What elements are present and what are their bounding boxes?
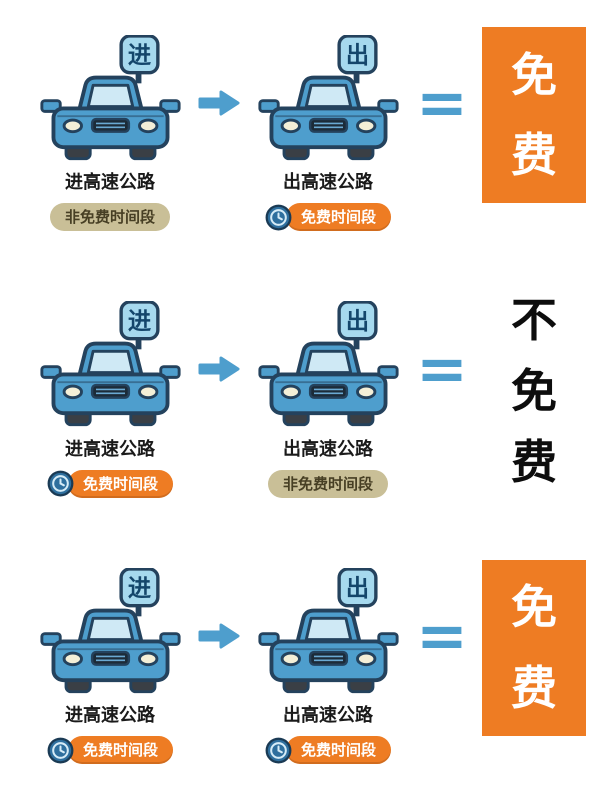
rule-row-3: 进 进高速公路 免费时间段 出 出高速公路 免费时间段 = (0, 533, 600, 799)
result-text: 不免费 (511, 292, 557, 490)
arrow-right-icon (197, 623, 241, 649)
time-tag-pill: 免费时间段 (285, 203, 391, 232)
result-not-free: 不免费 (511, 285, 557, 499)
exit-car-group: 出 出高速公路 免费时间段 (248, 567, 408, 765)
clock-icon (265, 204, 292, 231)
exit-badge: 出 (345, 575, 368, 602)
car-exit-icon: 出 (257, 301, 399, 427)
time-tag-pill: 免费时间段 (67, 736, 173, 765)
car-enter-icon: 进 (39, 301, 181, 427)
time-tag-pill: 非免费时间段 (49, 203, 170, 232)
enter-car-group: 进 进高速公路 非免费时间段 (30, 34, 190, 232)
car-enter-icon: 进 (39, 34, 181, 161)
car-exit-icon: 出 (257, 34, 399, 161)
time-tag: 免费时间段 (265, 736, 391, 765)
result-free-box: 免费 (482, 27, 586, 204)
result-text: 免费 (511, 47, 557, 183)
equals-sign: = (416, 66, 468, 140)
car-exit-icon: 出 (257, 567, 399, 694)
result-text: 免费 (511, 580, 557, 715)
time-tag: 非免费时间段 (49, 203, 170, 232)
time-tag-pill: 免费时间段 (285, 736, 391, 765)
time-tag-pill: 非免费时间段 (267, 469, 388, 498)
clock-icon (47, 737, 74, 764)
exit-label: 出高速公路 (283, 705, 373, 727)
clock-icon (265, 737, 292, 764)
time-tag: 免费时间段 (265, 203, 391, 232)
result-col: 不免费 (476, 293, 592, 507)
time-tag-pill: 免费时间段 (67, 469, 173, 498)
enter-car-group: 进 进高速公路 免费时间段 (30, 567, 190, 765)
rule-row-2: 进 进高速公路 免费时间段 出 出高速公路 非免费时间段 = 不免费 (0, 266, 600, 532)
result-col: 免费 (476, 559, 592, 754)
enter-badge: 进 (127, 575, 150, 602)
result-free-box: 免费 (482, 559, 586, 736)
time-tag: 非免费时间段 (267, 469, 388, 498)
rule-row-1: 进 进高速公路 非免费时间段 出 出高速公路 免费时间段 = 免费 (0, 0, 600, 266)
enter-badge: 进 (127, 308, 150, 335)
enter-label: 进高速公路 (65, 438, 155, 460)
car-enter-icon: 进 (39, 567, 181, 694)
exit-label: 出高速公路 (283, 438, 373, 460)
enter-badge: 进 (127, 42, 150, 69)
exit-badge: 出 (345, 308, 368, 335)
exit-label: 出高速公路 (283, 172, 373, 194)
enter-car-group: 进 进高速公路 免费时间段 (30, 301, 190, 498)
clock-icon (47, 470, 74, 497)
enter-label: 进高速公路 (65, 705, 155, 727)
enter-label: 进高速公路 (65, 172, 155, 194)
exit-car-group: 出 出高速公路 免费时间段 (248, 34, 408, 232)
exit-badge: 出 (345, 42, 368, 69)
equals-sign: = (416, 332, 468, 406)
arrow-right-icon (197, 90, 241, 116)
equals-sign: = (416, 598, 468, 672)
time-tag: 免费时间段 (47, 736, 173, 765)
result-col: 免费 (476, 27, 592, 221)
time-tag: 免费时间段 (47, 469, 173, 498)
exit-car-group: 出 出高速公路 非免费时间段 (248, 301, 408, 498)
arrow-right-icon (197, 356, 241, 382)
